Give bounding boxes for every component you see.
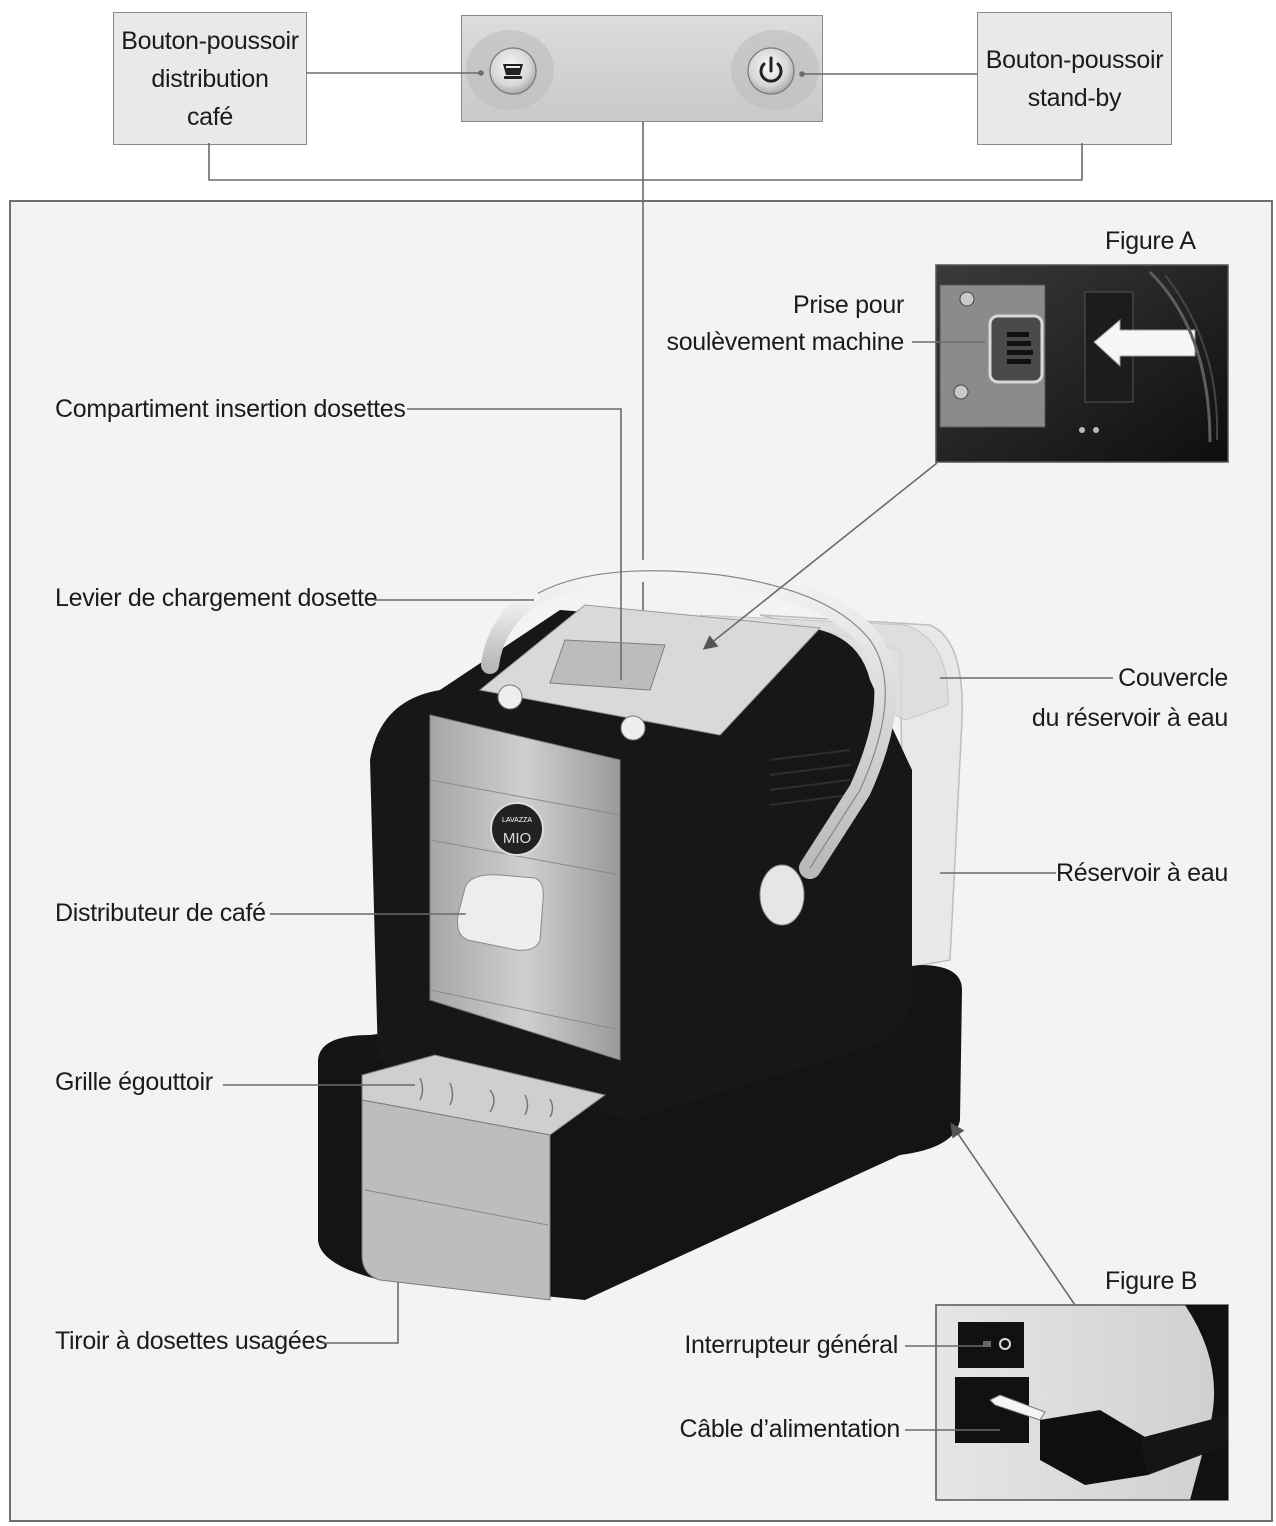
coffee-machine-illustration: LAVAZZA MIO <box>318 559 963 1301</box>
power-standby-icon <box>731 30 819 110</box>
tank-lid-label-line: Couvercle <box>1118 664 1228 692</box>
water-tank-label: Réservoir à eau <box>1056 859 1228 887</box>
main-switch-label: Interrupteur général <box>684 1331 898 1359</box>
coffee-button-icon <box>466 30 554 110</box>
capsule-compartment-label: Compartiment insertion dosettes <box>55 395 406 423</box>
drip-grid-label: Grille égouttoir <box>55 1068 213 1096</box>
standby-button-callout: Bouton-poussoir stand-by <box>977 12 1172 145</box>
figure-b-title: Figure B <box>1105 1267 1198 1295</box>
tank-lid-label-line: du réservoir à eau <box>1031 704 1228 732</box>
standby-button-label-line: Bouton-poussoir <box>985 45 1164 74</box>
figure-a-label-line: Prise pour <box>793 291 904 319</box>
figure-b-inset <box>935 1304 1229 1501</box>
part-leader-lines <box>223 341 1113 1431</box>
brand-name: LAVAZZA <box>502 817 532 824</box>
coffee-button-callout: Bouton-poussoir distribution café <box>113 12 307 145</box>
coffee-button-label-line: Bouton-poussoir <box>121 26 299 55</box>
coffee-button-label-line: café <box>186 102 234 131</box>
standby-button-label-line: stand-by <box>1027 83 1122 112</box>
loading-lever-label: Levier de chargement dosette <box>55 584 378 612</box>
brand-model: MIO <box>503 830 531 847</box>
figure-a-label-line: soulèvement machine <box>666 328 905 356</box>
figure-a-inset <box>935 264 1229 463</box>
coffee-button-label-line: distribution <box>151 64 269 93</box>
power-cable-label: Câble d’alimentation <box>679 1415 900 1443</box>
coffee-dispenser-label: Distributeur de café <box>55 899 266 927</box>
figure-a-title: Figure A <box>1105 227 1196 255</box>
used-capsule-drawer-label: Tiroir à dosettes usagées <box>55 1327 328 1355</box>
